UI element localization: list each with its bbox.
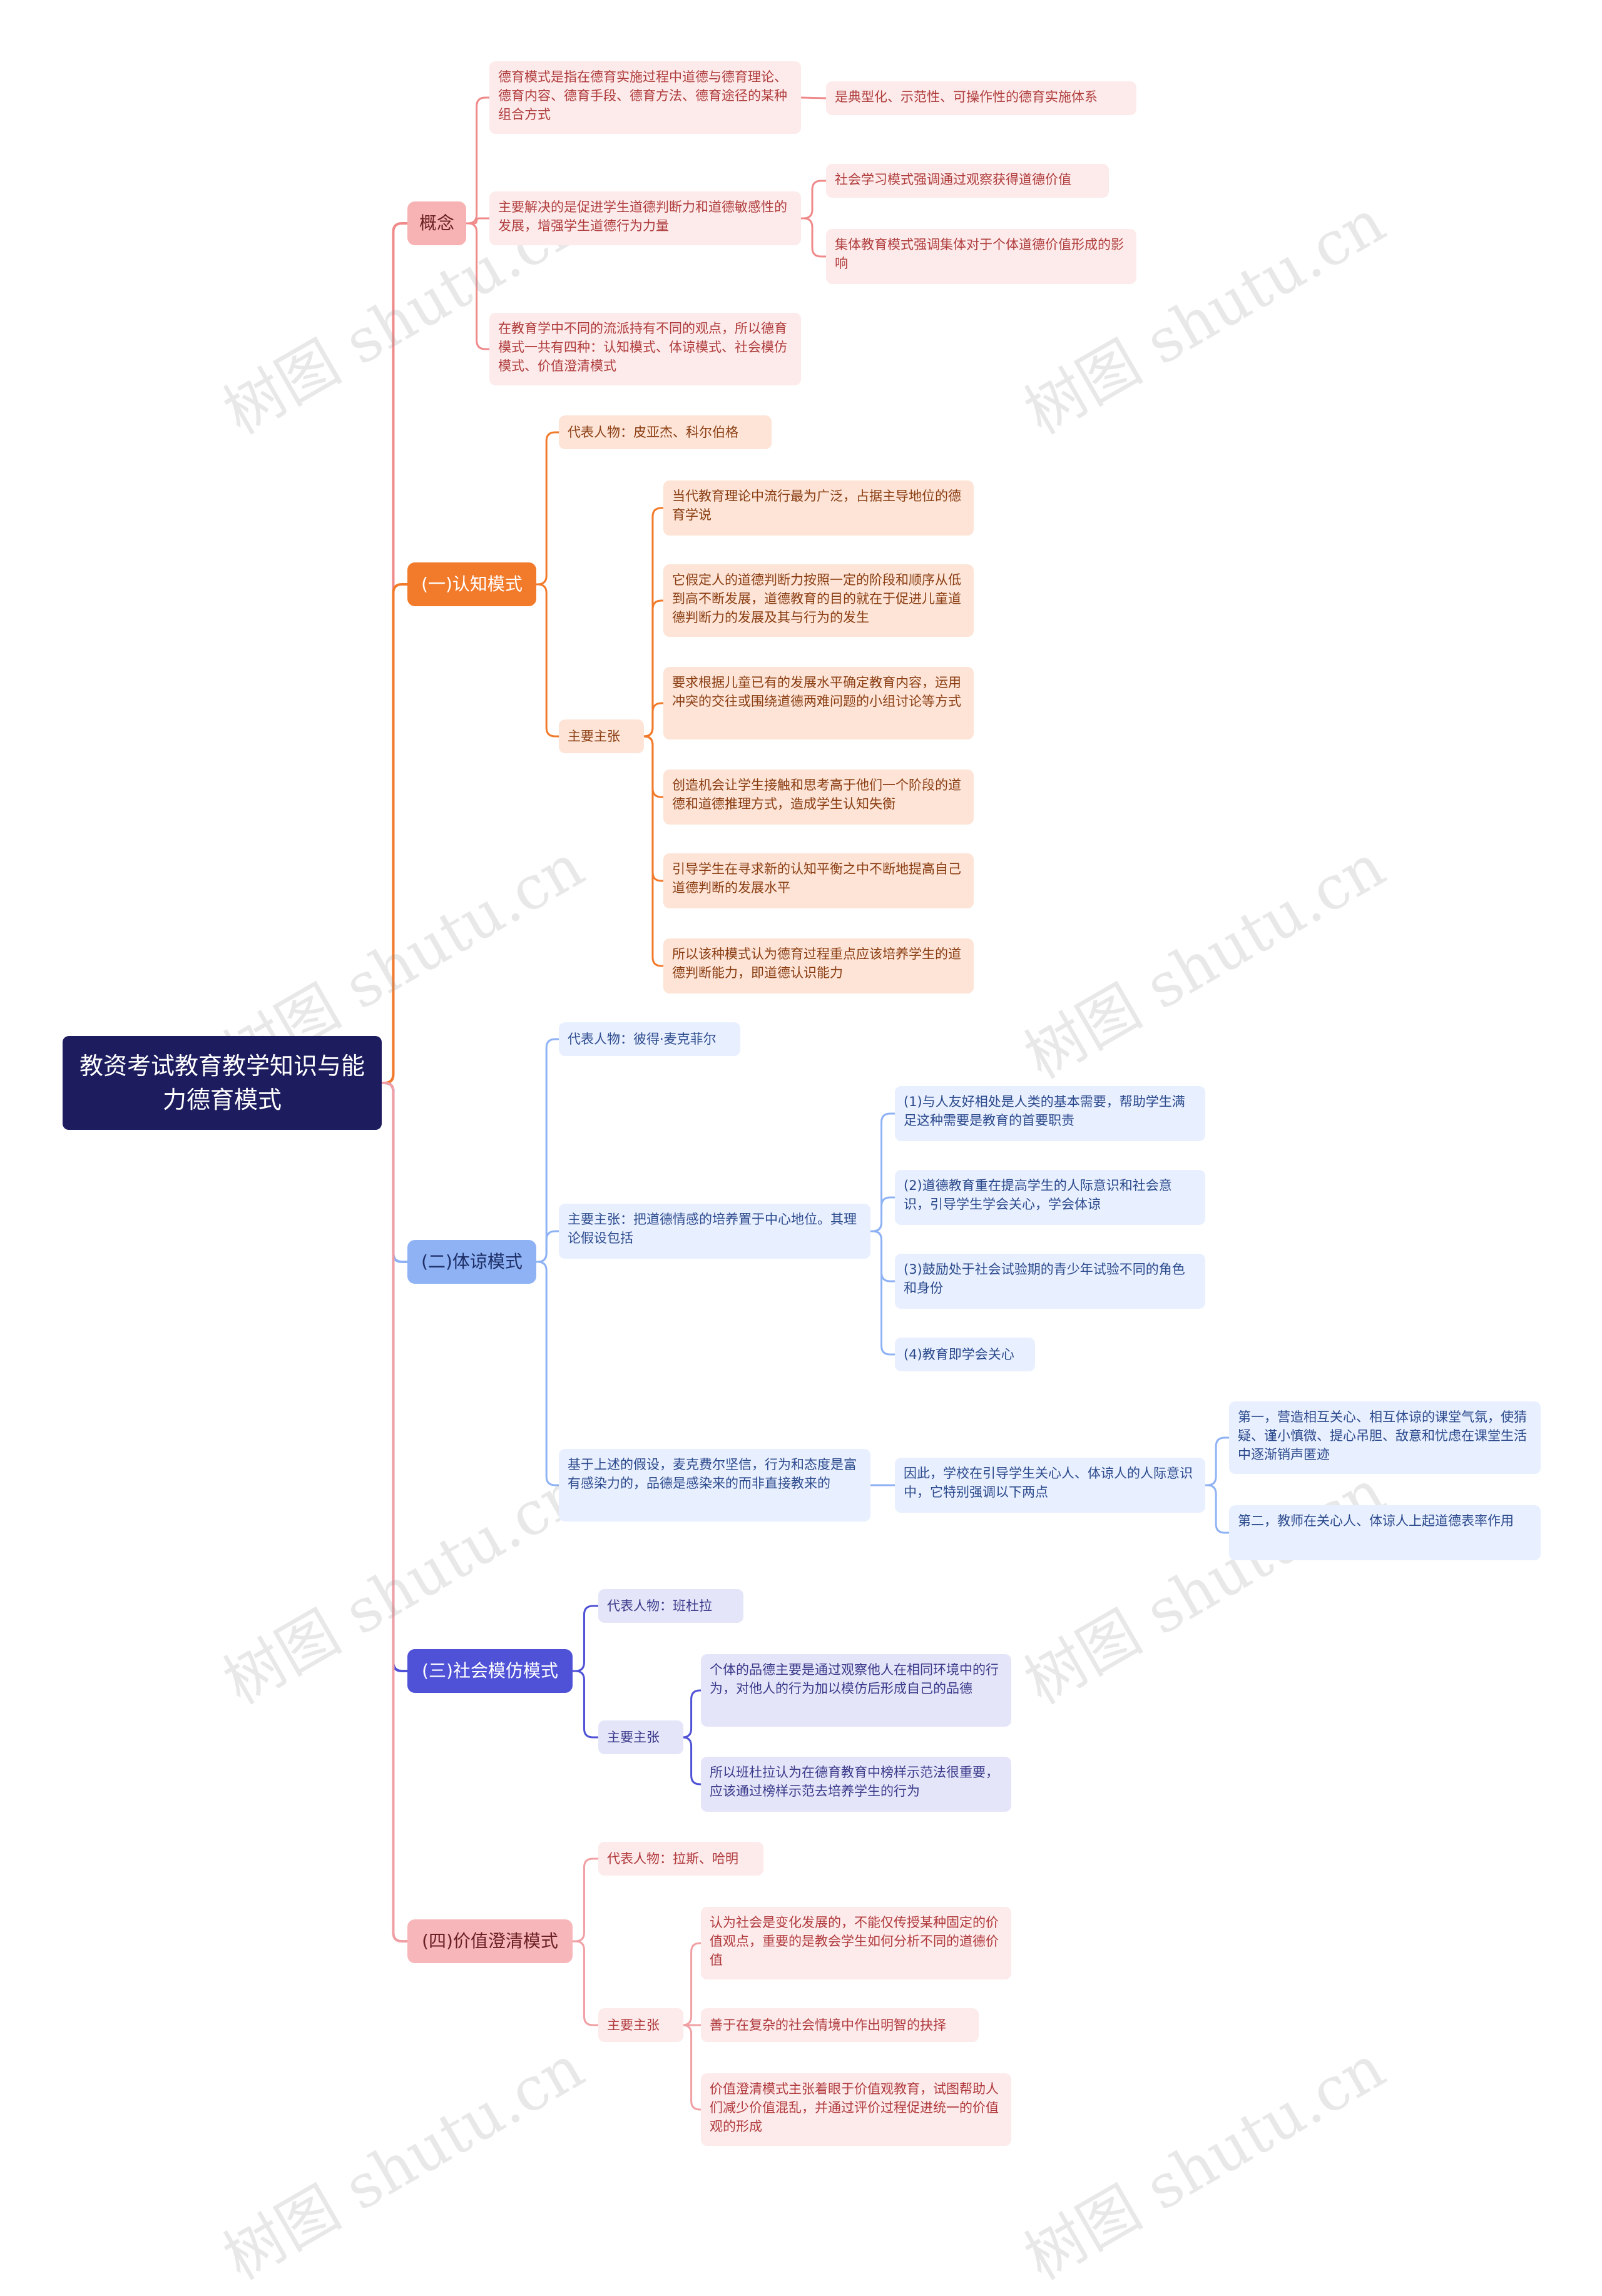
connector — [643, 507, 663, 738]
connector — [801, 217, 826, 258]
values-claims-label[interactable]: 主要主张 — [598, 2008, 683, 2042]
connector — [536, 1261, 559, 1486]
concept-purpose[interactable]: 主要解决的是促进学生道德判断力和道德敏感性的发展，增强学生道德行为力量 — [489, 191, 801, 245]
connector — [682, 1736, 701, 1785]
branch-empathy-model[interactable]: (二)体谅模式 — [407, 1240, 536, 1284]
cognitive-claims-label[interactable]: 主要主张 — [559, 719, 644, 753]
connector — [536, 1038, 559, 1263]
branch-cognitive-model[interactable]: (一)认知模式 — [407, 562, 536, 606]
connector — [643, 702, 663, 738]
connector — [643, 599, 663, 738]
connector — [466, 222, 489, 350]
connector — [382, 1082, 407, 1263]
values-claim[interactable]: 善于在复杂的社会情境中作出明智的抉择 — [701, 2008, 979, 2042]
connector — [573, 1857, 598, 1943]
connector — [682, 1689, 701, 1739]
connector — [382, 1082, 407, 1943]
connector — [1205, 1436, 1229, 1486]
empathy-therefore[interactable]: 因此，学校在引导学生关心人、体谅人的人际意识中，它特别强调以下两点 — [895, 1458, 1205, 1513]
connector — [573, 1940, 598, 2026]
concept-social-learning[interactable]: 社会学习模式强调通过观察获得道德价值 — [826, 164, 1109, 198]
values-representative[interactable]: 代表人物：拉斯、哈明 — [598, 1842, 763, 1876]
connector — [466, 96, 489, 225]
empathy-representative[interactable]: 代表人物：彼得·麦克菲尔 — [559, 1022, 740, 1056]
branch-concept[interactable]: 概念 — [407, 201, 466, 245]
branch-value-clarification-model[interactable]: (四)价值澄清模式 — [407, 1919, 573, 1963]
root-topic[interactable]: 教资考试教育教学知识与能力德育模式 — [63, 1036, 382, 1130]
connector — [536, 1230, 559, 1263]
connector-lines — [382, 96, 1229, 2111]
connector — [870, 1230, 895, 1356]
empathy-assumption[interactable]: (2)道德教育重在提高学生的人际意识和社会意识，引导学生学会关心，学会体谅 — [895, 1170, 1205, 1225]
empathy-assumption[interactable]: (4)教育即学会关心 — [895, 1338, 1035, 1371]
cognitive-claim[interactable]: 它假定人的道德判断力按照一定的阶段和顺序从低到高不断发展，道德教育的目的就在于促… — [663, 564, 974, 637]
empathy-point[interactable]: 第一，营造相互关心、相互体谅的课堂气氛，使猜疑、谨小慎微、提心吊胆、敌意和忧虑在… — [1229, 1401, 1541, 1474]
values-claim[interactable]: 价值澄清模式主张着眼于价值观教育，试图帮助人们减少价值混乱，并通过评价过程促进统… — [701, 2073, 1011, 2146]
empathy-point[interactable]: 第二，教师在关心人、体谅人上起道德表率作用 — [1229, 1505, 1541, 1560]
branch-social-imitation-model[interactable]: (三)社会模仿模式 — [407, 1649, 573, 1693]
social-claim[interactable]: 个体的品德主要是通过观察他人在相同环境中的行为，对他人的行为加以模仿后形成自己的… — [701, 1654, 1011, 1727]
connector — [382, 222, 407, 1084]
connector — [870, 1230, 895, 1283]
connector — [870, 1112, 895, 1232]
cognitive-representative[interactable]: 代表人物：皮亚杰、科尔伯格 — [559, 415, 772, 449]
connector — [643, 735, 663, 967]
connector — [466, 217, 489, 225]
empathy-assumption[interactable]: (3)鼓励处于社会试验期的青少年试验不同的角色和身份 — [895, 1254, 1205, 1309]
connector — [382, 1082, 407, 1672]
connector — [801, 180, 826, 220]
social-claim[interactable]: 所以班杜拉认为在德育教育中榜样示范法很重要，应该通过榜样示范去培养学生的行为 — [701, 1757, 1011, 1812]
connector — [682, 1942, 701, 2026]
empathy-assumption[interactable]: (1)与人友好相处是人类的基本需要，帮助学生满足这种需要是教育的首要职责 — [895, 1086, 1205, 1141]
connector — [643, 735, 663, 882]
cognitive-claim[interactable]: 要求根据儿童已有的发展水平确定教育内容，运用冲突的交往或围绕道德两难问题的小组讨… — [663, 667, 974, 739]
connector — [643, 735, 663, 798]
connector — [573, 1670, 598, 1739]
connector — [536, 583, 559, 738]
connector — [536, 431, 559, 586]
connector — [1205, 1484, 1229, 1534]
connector — [682, 2024, 701, 2111]
social-claims-label[interactable]: 主要主张 — [598, 1720, 683, 1754]
concept-four-models[interactable]: 在教育学中不同的流派持有不同的观点，所以德育模式一共有四种：认知模式、体谅模式、… — [489, 313, 801, 385]
connector — [870, 1196, 895, 1232]
cognitive-claim[interactable]: 引导学生在寻求新的认知平衡之中不断地提高自己道德判断的发展水平 — [663, 853, 974, 908]
connector — [573, 1605, 598, 1672]
cognitive-claim[interactable]: 当代教育理论中流行最为广泛，占据主导地位的德育学说 — [663, 480, 974, 536]
empathy-basis[interactable]: 基于上述的假设，麦克费尔坚信，行为和态度是富有感染力的，品德是感染来的而非直接教… — [559, 1449, 870, 1521]
cognitive-claim[interactable]: 创造机会让学生接触和思考高于他们一个阶段的道德和道德推理方式，造成学生认知失衡 — [663, 770, 974, 825]
values-claim[interactable]: 认为社会是变化发展的，不能仅传授某种固定的价值观点，重要的是教会学生如何分析不同… — [701, 1907, 1011, 1979]
cognitive-claim[interactable]: 所以该种模式认为德育过程重点应该培养学生的道德判断能力，即道德认识能力 — [663, 938, 974, 993]
connector — [382, 583, 407, 1084]
concept-definition-detail[interactable]: 是典型化、示范性、可操作性的德育实施体系 — [826, 81, 1136, 115]
concept-definition[interactable]: 德育模式是指在德育实施过程中道德与德育理论、德育内容、德育手段、德育方法、德育途… — [489, 61, 801, 134]
social-representative[interactable]: 代表人物：班杜拉 — [598, 1589, 743, 1623]
concept-collective-education[interactable]: 集体教育模式强调集体对于个体道德价值形成的影响 — [826, 229, 1136, 284]
empathy-claims-label[interactable]: 主要主张：把道德情感的培养置于中心地位。其理论假设包括 — [559, 1204, 870, 1259]
